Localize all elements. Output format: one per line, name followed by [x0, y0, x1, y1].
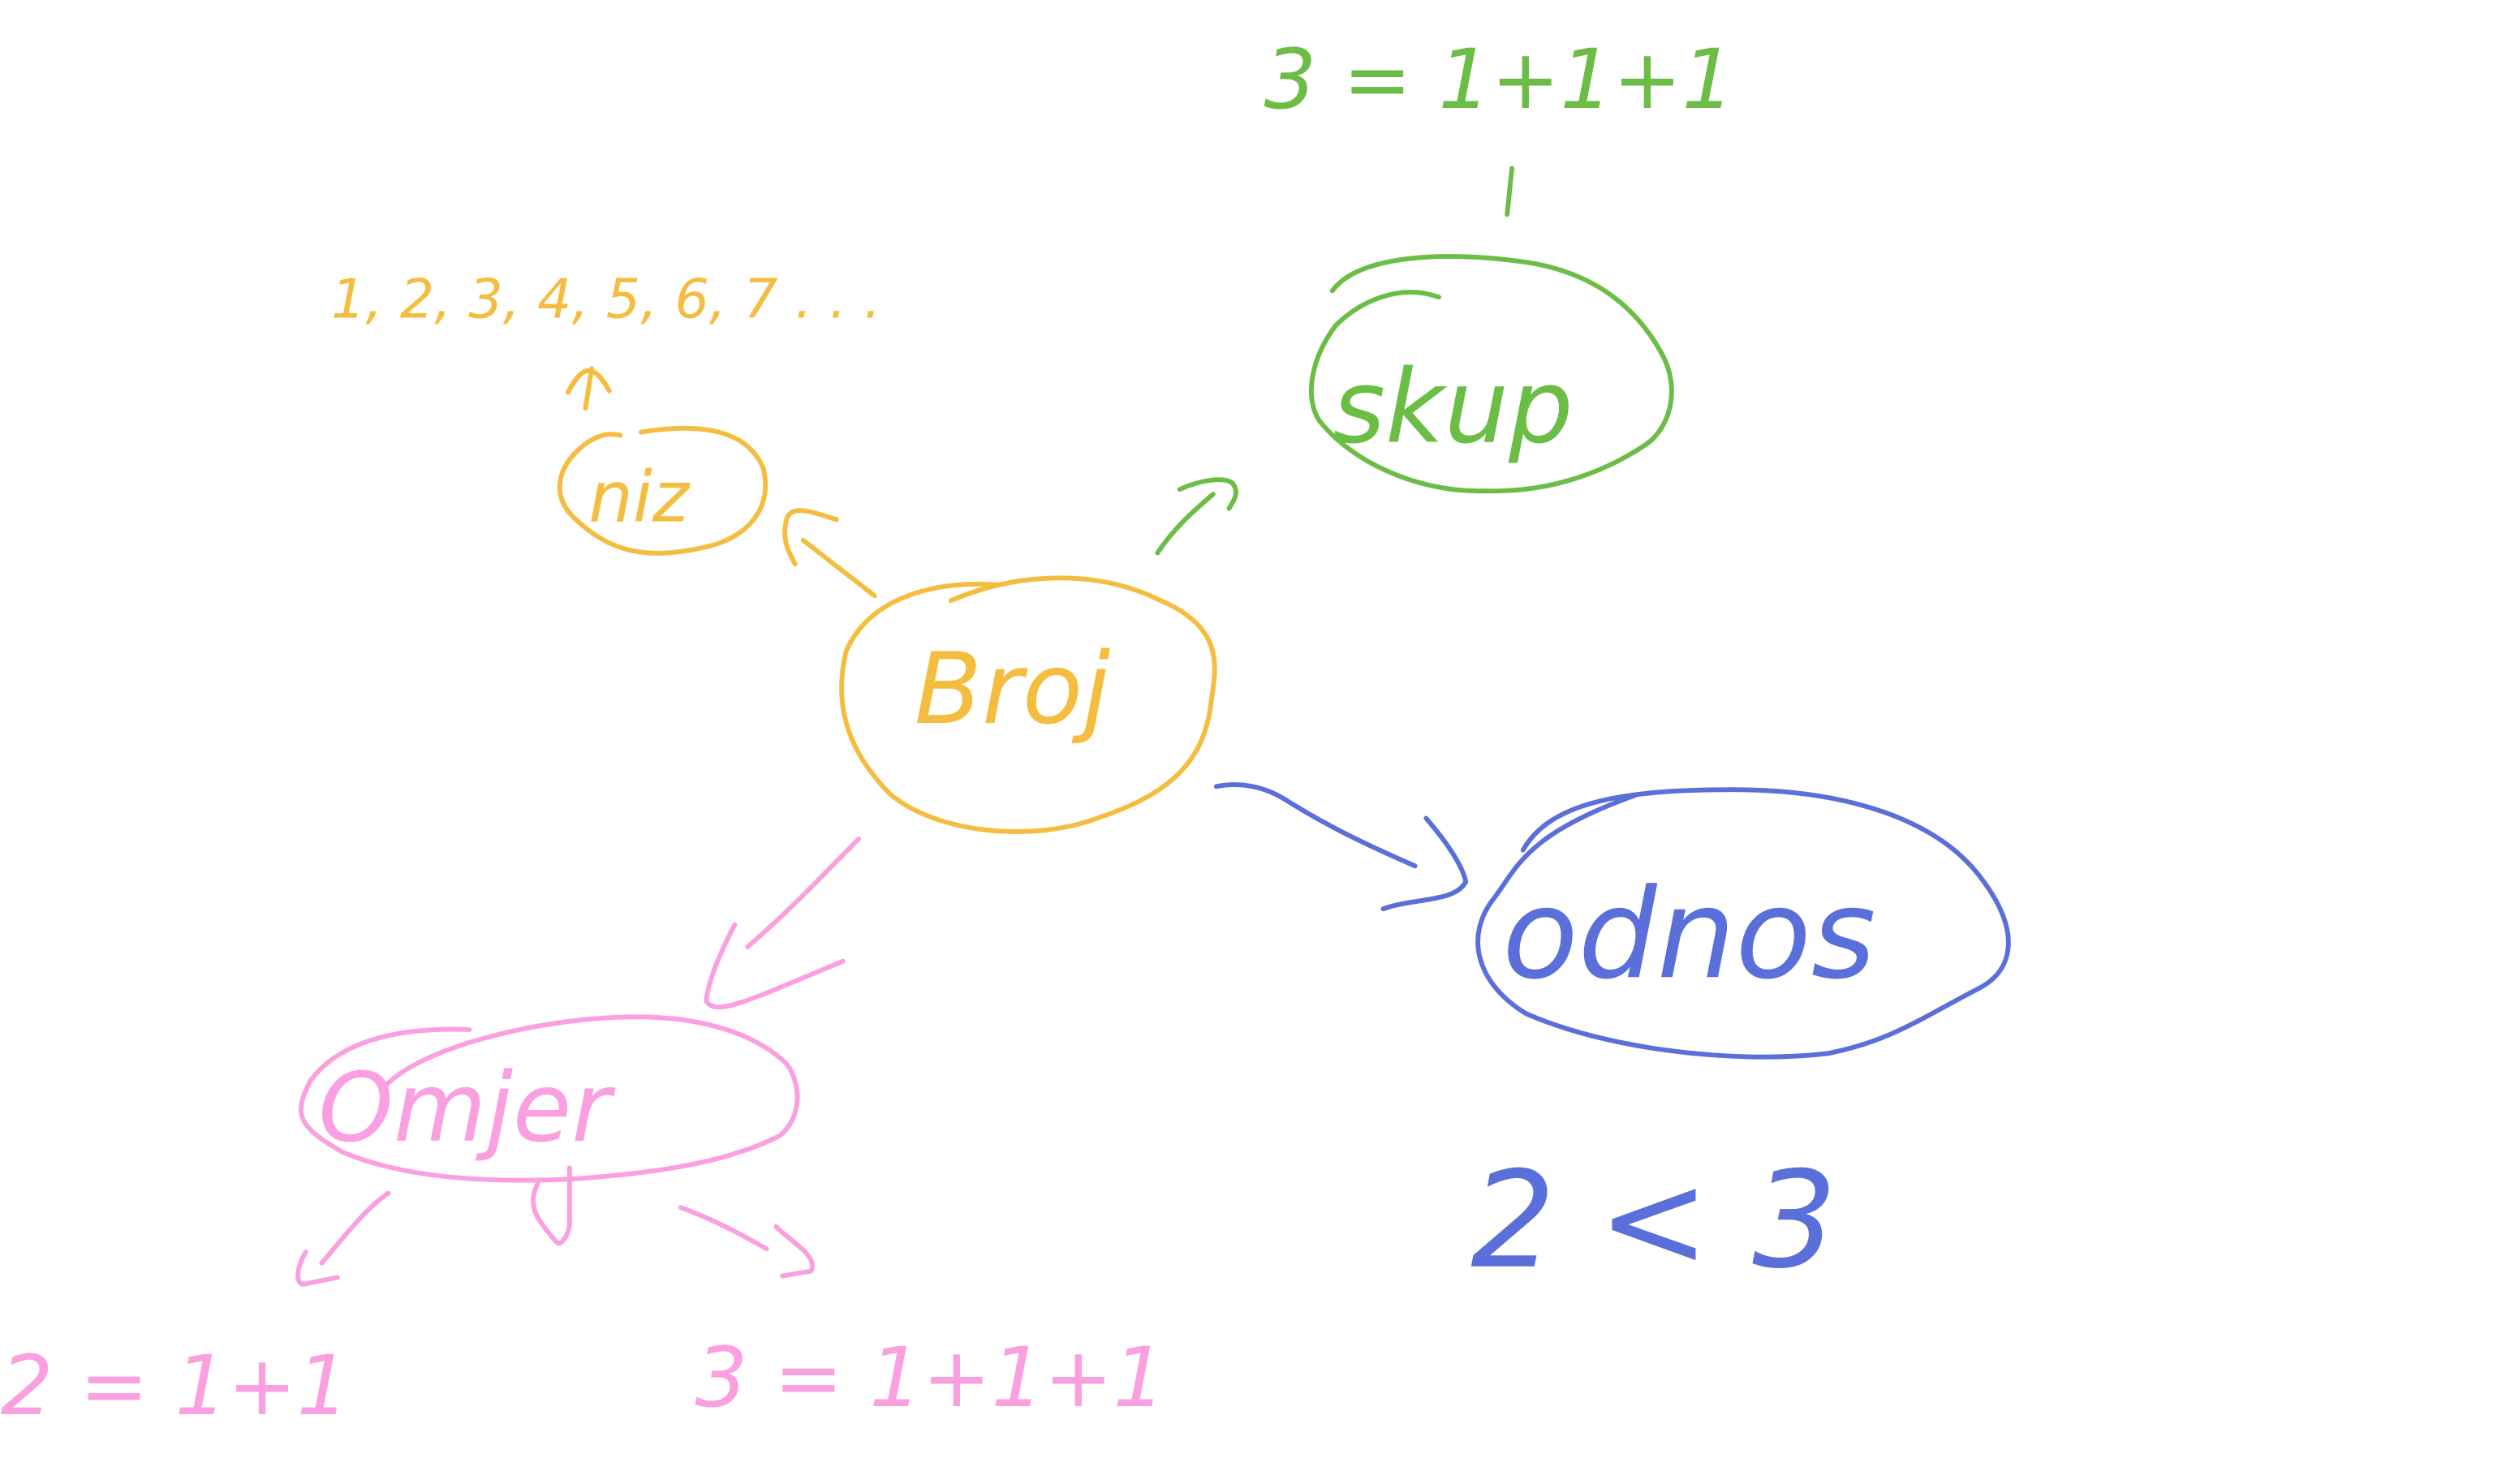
skup-connector — [1505, 166, 1514, 217]
node-omjer: Omjer 2 = 1+1 3 = 1+1+1 — [1, 1014, 1165, 1435]
niz-label: niz — [588, 457, 691, 538]
arrow-broj-to-omjer — [704, 837, 862, 1010]
niz-arrow — [565, 366, 612, 411]
arrow-broj-to-skup — [1155, 477, 1238, 556]
omjer-outline — [299, 1014, 800, 1183]
node-niz: niz 1, 2, 3, 4, 5, 6, 7 . . . — [331, 268, 881, 556]
arrow-broj-to-odnos — [1213, 782, 1469, 912]
odnos-outline — [1475, 787, 2011, 1060]
niz-outline — [557, 425, 769, 556]
skup-label: skup — [1333, 347, 1574, 466]
broj-outline — [839, 575, 1217, 834]
node-skup: skup 3 = 1+1+1 — [1264, 32, 1735, 494]
node-broj: Broj — [839, 575, 1217, 834]
omjer-label: Omjer — [318, 1052, 616, 1164]
skup-outline — [1308, 254, 1674, 494]
odnos-example: 2 < 3 — [1470, 1142, 1837, 1298]
node-odnos: odnos 2 < 3 — [1470, 787, 2011, 1298]
skup-example: 3 = 1+1+1 — [1264, 32, 1735, 128]
arrow-broj-to-niz — [782, 508, 877, 599]
odnos-label: odnos — [1502, 862, 1875, 1007]
omjer-arrow-right — [678, 1205, 815, 1279]
niz-example: 1, 2, 3, 4, 5, 6, 7 . . . — [331, 268, 881, 331]
omjer-example-right: 3 = 1+1+1 — [695, 1330, 1165, 1426]
omjer-example-left: 2 = 1+1 — [1, 1338, 350, 1435]
omjer-arrow-left — [295, 1190, 391, 1287]
broj-label: Broj — [915, 631, 1110, 746]
omjer-arrow-middle — [531, 1165, 572, 1246]
